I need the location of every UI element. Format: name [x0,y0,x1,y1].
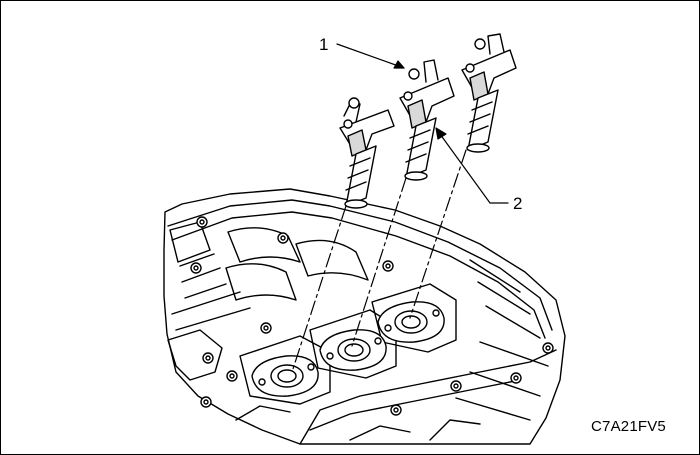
arrowhead-2 [435,127,447,140]
head-bolts [190,216,554,416]
left-ribs [171,253,251,331]
leader-lines [336,43,509,204]
leader-1 [336,43,405,69]
ignition-coil-middle [399,59,455,181]
callout-2: 2 [513,194,523,213]
plug-wells [251,301,445,397]
arrowhead-1 [393,60,405,69]
ignition-coil-right [461,33,517,153]
bottom-details [235,405,481,441]
installation-guide-lines [291,149,467,373]
left-lower [167,329,223,381]
callout-1: 1 [319,35,329,54]
front-face-2 [309,379,521,431]
runner-1 [227,227,301,263]
tower-1 [239,335,331,405]
plug-well-3 [377,301,445,343]
left-block [169,221,211,263]
plug-well-1 [251,355,319,397]
head-ridge [167,199,553,331]
figure-code: C7A21FV5 [591,418,666,435]
right-ribs [455,259,549,421]
runner-3 [225,263,297,301]
plug-well-2 [319,329,387,371]
cylinder-head [163,188,566,445]
runner-2 [295,239,369,281]
ignition-coil-left [339,97,395,209]
head-ridge-inner [171,211,546,339]
front-face [299,349,557,445]
tower-2 [309,309,397,379]
leader-2 [439,133,509,204]
